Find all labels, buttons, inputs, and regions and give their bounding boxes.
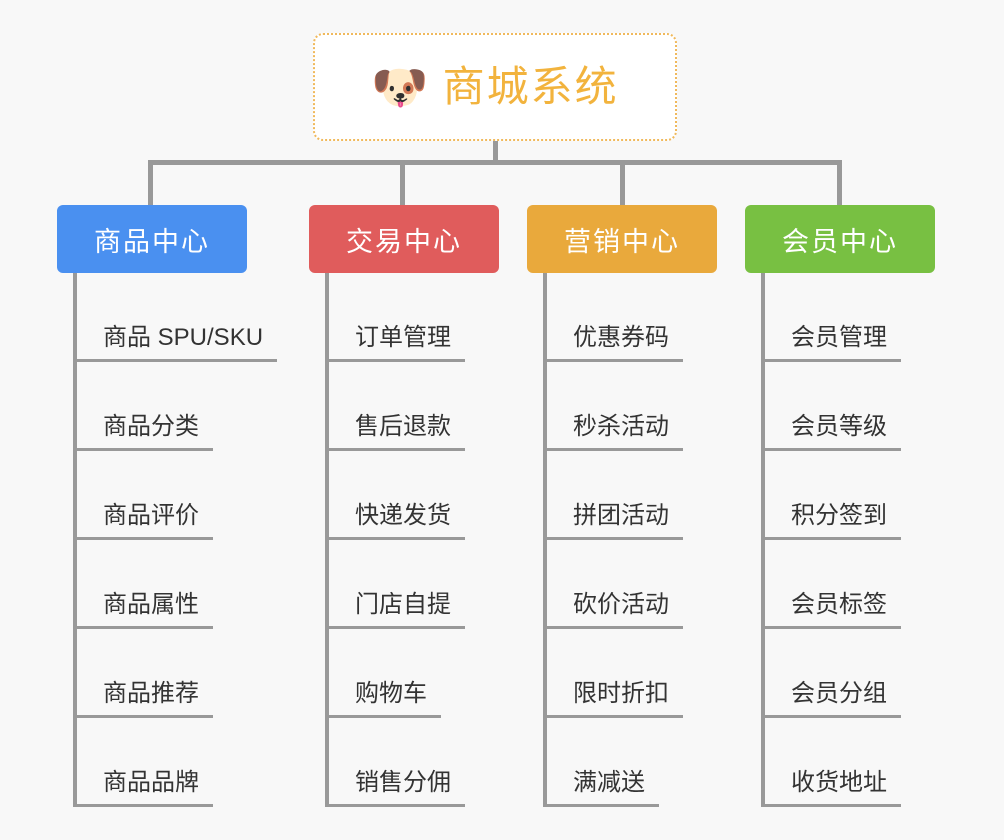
connector-drop-4 — [837, 160, 842, 207]
list-item[interactable]: 秒杀活动 — [527, 362, 717, 451]
leaf-label: 售后退款 — [329, 413, 465, 451]
list-item[interactable]: 拼团活动 — [527, 451, 717, 540]
leaf-list-4: 会员管理 会员等级 积分签到 会员标签 会员分组 收货地址 — [745, 273, 935, 807]
branch-header-label: 会员中心 — [782, 226, 898, 257]
branch-header-3[interactable]: 营销中心 — [527, 205, 717, 273]
list-item[interactable]: 满减送 — [527, 718, 717, 807]
list-item[interactable]: 优惠券码 — [527, 273, 717, 362]
list-item[interactable]: 商品分类 — [57, 362, 277, 451]
branch-header-label: 营销中心 — [564, 226, 680, 257]
leaf-label: 商品 SPU/SKU — [77, 324, 278, 362]
list-item[interactable]: 门店自提 — [309, 540, 499, 629]
branch-spine-4 — [761, 273, 765, 807]
list-item[interactable]: 砍价活动 — [527, 540, 717, 629]
leaf-label: 门店自提 — [329, 591, 465, 629]
branch-header-label: 交易中心 — [346, 226, 462, 257]
list-item[interactable]: 限时折扣 — [527, 629, 717, 718]
leaf-label: 商品品牌 — [77, 769, 213, 807]
branch-header-4[interactable]: 会员中心 — [745, 205, 935, 273]
branch-spine-1 — [73, 273, 77, 807]
root-node[interactable]: 🐶 商城系统 — [313, 33, 677, 141]
branch-column-3: 营销中心 优惠券码 秒杀活动 拼团活动 砍价活动 限时折扣 满减送 — [527, 205, 717, 807]
leaf-list-1: 商品 SPU/SKU 商品分类 商品评价 商品属性 商品推荐 商品品牌 — [57, 273, 278, 807]
list-item[interactable]: 购物车 — [309, 629, 499, 718]
leaf-label: 会员管理 — [765, 324, 901, 362]
list-item[interactable]: 商品评价 — [57, 451, 277, 540]
list-item[interactable]: 订单管理 — [309, 273, 499, 362]
leaf-label: 满减送 — [547, 769, 659, 807]
leaf-label: 积分签到 — [765, 502, 901, 540]
leaf-label: 限时折扣 — [547, 680, 683, 718]
list-item[interactable]: 商品品牌 — [57, 718, 277, 807]
leaf-label: 优惠券码 — [547, 324, 683, 362]
leaf-label: 砍价活动 — [547, 591, 683, 629]
branch-header-1[interactable]: 商品中心 — [57, 205, 247, 273]
connector-drop-2 — [400, 160, 405, 207]
leaf-label: 商品推荐 — [77, 680, 213, 718]
branch-spine-2 — [325, 273, 329, 807]
branch-column-4: 会员中心 会员管理 会员等级 积分签到 会员标签 会员分组 收货地址 — [745, 205, 935, 807]
root-title: 商城系统 — [442, 63, 619, 110]
leaf-label: 秒杀活动 — [547, 413, 683, 451]
leaf-label: 购物车 — [329, 680, 441, 718]
list-item[interactable]: 积分签到 — [745, 451, 935, 540]
leaf-label: 会员标签 — [765, 591, 901, 629]
branch-column-1: 商品中心 商品 SPU/SKU 商品分类 商品评价 商品属性 商品推荐 商品品牌 — [57, 205, 278, 807]
connector-root-stem — [493, 141, 498, 164]
connector-horizontal-bus — [148, 160, 842, 165]
list-item[interactable]: 会员分组 — [745, 629, 935, 718]
leaf-label: 会员等级 — [765, 413, 901, 451]
list-item[interactable]: 会员管理 — [745, 273, 935, 362]
leaf-label: 会员分组 — [765, 680, 901, 718]
connector-drop-1 — [148, 160, 153, 207]
list-item[interactable]: 快递发货 — [309, 451, 499, 540]
leaf-label: 商品属性 — [77, 591, 213, 629]
leaf-label: 拼团活动 — [547, 502, 683, 540]
leaf-label: 订单管理 — [329, 324, 465, 362]
branch-header-label: 商品中心 — [94, 226, 210, 257]
branch-spine-3 — [543, 273, 547, 807]
list-item[interactable]: 售后退款 — [309, 362, 499, 451]
list-item[interactable]: 收货地址 — [745, 718, 935, 807]
leaf-label: 快递发货 — [329, 502, 465, 540]
leaf-list-2: 订单管理 售后退款 快递发货 门店自提 购物车 销售分佣 — [309, 273, 499, 807]
branch-column-2: 交易中心 订单管理 售后退款 快递发货 门店自提 购物车 销售分佣 — [309, 205, 499, 807]
list-item[interactable]: 会员标签 — [745, 540, 935, 629]
list-item[interactable]: 会员等级 — [745, 362, 935, 451]
list-item[interactable]: 销售分佣 — [309, 718, 499, 807]
leaf-label: 商品分类 — [77, 413, 213, 451]
list-item[interactable]: 商品 SPU/SKU — [57, 273, 278, 362]
leaf-label: 商品评价 — [77, 502, 213, 540]
leaf-label: 销售分佣 — [329, 769, 465, 807]
connector-drop-3 — [620, 160, 625, 207]
leaf-list-3: 优惠券码 秒杀活动 拼团活动 砍价活动 限时折扣 满减送 — [527, 273, 717, 807]
list-item[interactable]: 商品属性 — [57, 540, 277, 629]
branch-header-2[interactable]: 交易中心 — [309, 205, 499, 273]
leaf-label: 收货地址 — [765, 769, 901, 807]
list-item[interactable]: 商品推荐 — [57, 629, 277, 718]
dog-face-icon: 🐶 — [371, 61, 429, 113]
